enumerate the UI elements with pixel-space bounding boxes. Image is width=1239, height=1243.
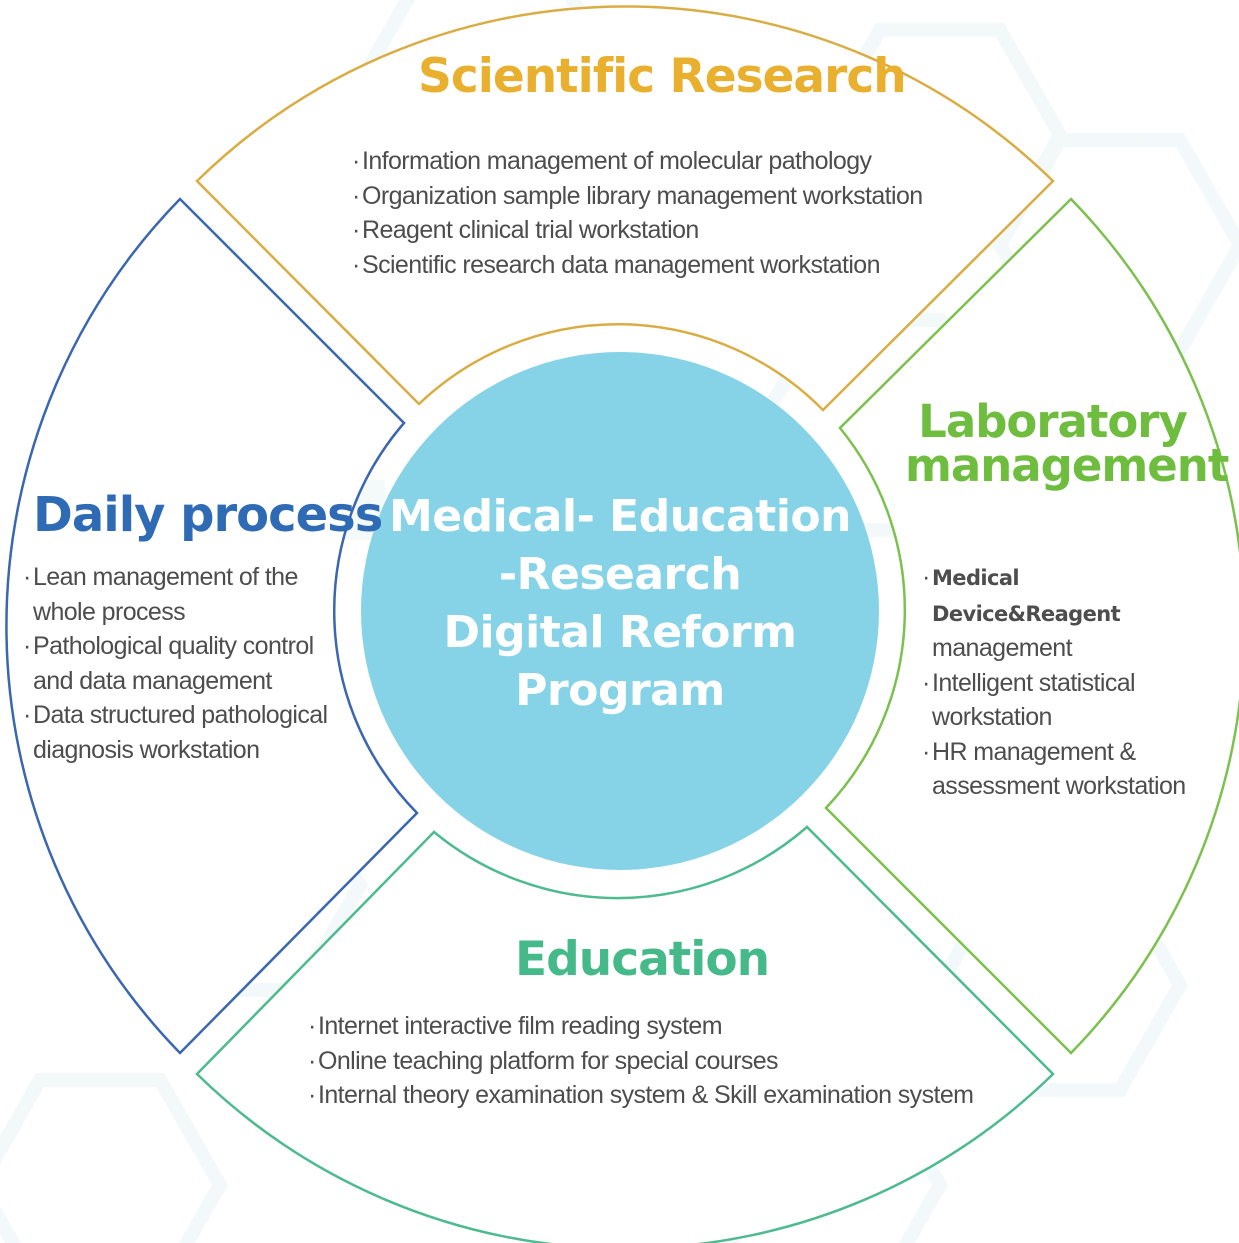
center-program-title: Medical- Education -Research Digital Ref…: [360, 488, 880, 720]
laboratory-management-title: Laboratory management: [905, 395, 1229, 492]
education-title: Education: [515, 932, 770, 987]
center-title-line: Digital Reform: [443, 607, 797, 658]
list-item: Lean management of the whole process: [23, 560, 318, 629]
center-title-line: Medical- Education: [389, 491, 851, 542]
list-item: Internal theory examination system & Ski…: [308, 1078, 974, 1113]
list-item: HR management & assessment workstation: [922, 735, 1212, 804]
daily-process-title: Daily process: [33, 487, 383, 543]
scientific-research-title: Scientific Research: [418, 49, 907, 104]
education-items: Internet interactive film reading system…: [308, 1009, 974, 1113]
list-item: Data structured pathological diagnosis w…: [23, 698, 348, 767]
list-item: Pathological quality control and data ma…: [23, 629, 338, 698]
list-item: Intelligent statistical workstation: [922, 666, 1172, 735]
center-title-line: -Research: [498, 549, 742, 600]
scientific-research-items: Information management of molecular path…: [352, 144, 923, 282]
list-item-bold: Medical Device&Reagent: [932, 566, 1121, 626]
list-item: Internet interactive film reading system: [308, 1009, 973, 1044]
daily-process-items: Lean management of the whole process Pat…: [23, 560, 348, 767]
laboratory-title-line2: management: [905, 439, 1229, 492]
list-item: Reagent clinical trial workstation: [352, 213, 923, 248]
center-circle: [361, 352, 879, 870]
list-item: Online teaching platform for special cou…: [308, 1044, 973, 1079]
list-item: Medical Device&Reagent management: [922, 560, 1212, 666]
list-item: Scientific research data management work…: [352, 248, 923, 283]
laboratory-title-line1: Laboratory: [918, 395, 1188, 448]
list-item-text: management: [932, 634, 1073, 662]
center-title-line: Program: [515, 665, 725, 716]
list-item: Organization sample library management w…: [352, 179, 923, 214]
laboratory-management-items: Medical Device&Reagent management Intell…: [922, 560, 1212, 804]
list-item: Information management of molecular path…: [352, 144, 923, 179]
background-hexagon: [0, 1073, 229, 1243]
